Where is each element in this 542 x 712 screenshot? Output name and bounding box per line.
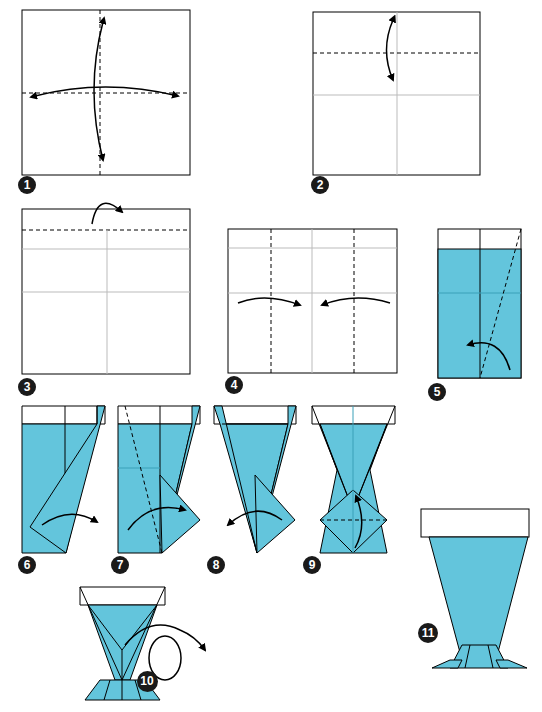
step-number-text: 2	[317, 179, 324, 191]
step-number: 3	[18, 378, 36, 396]
step-number: 7	[111, 556, 129, 574]
step-number-text: 6	[24, 559, 31, 571]
step-number-text: 3	[24, 381, 31, 393]
step-number: 1	[18, 176, 36, 194]
step-number-text: 1	[24, 179, 31, 191]
step-number: 8	[207, 556, 225, 574]
step-number-text: 9	[309, 559, 316, 571]
step-number-text: 11	[422, 627, 435, 639]
step-number-text: 5	[434, 386, 441, 398]
step-number-text: 10	[140, 675, 153, 687]
step-number: 5	[428, 383, 446, 401]
step-number: 4	[225, 376, 243, 394]
step-number: 6	[18, 556, 36, 574]
step-number-text: 7	[117, 559, 124, 571]
step-number: 9	[303, 556, 321, 574]
step-number: 10	[137, 671, 158, 692]
step-number: 11	[418, 623, 438, 643]
step-number-text: 8	[213, 559, 220, 571]
step-number-text: 4	[231, 379, 238, 391]
step-number: 2	[311, 176, 329, 194]
